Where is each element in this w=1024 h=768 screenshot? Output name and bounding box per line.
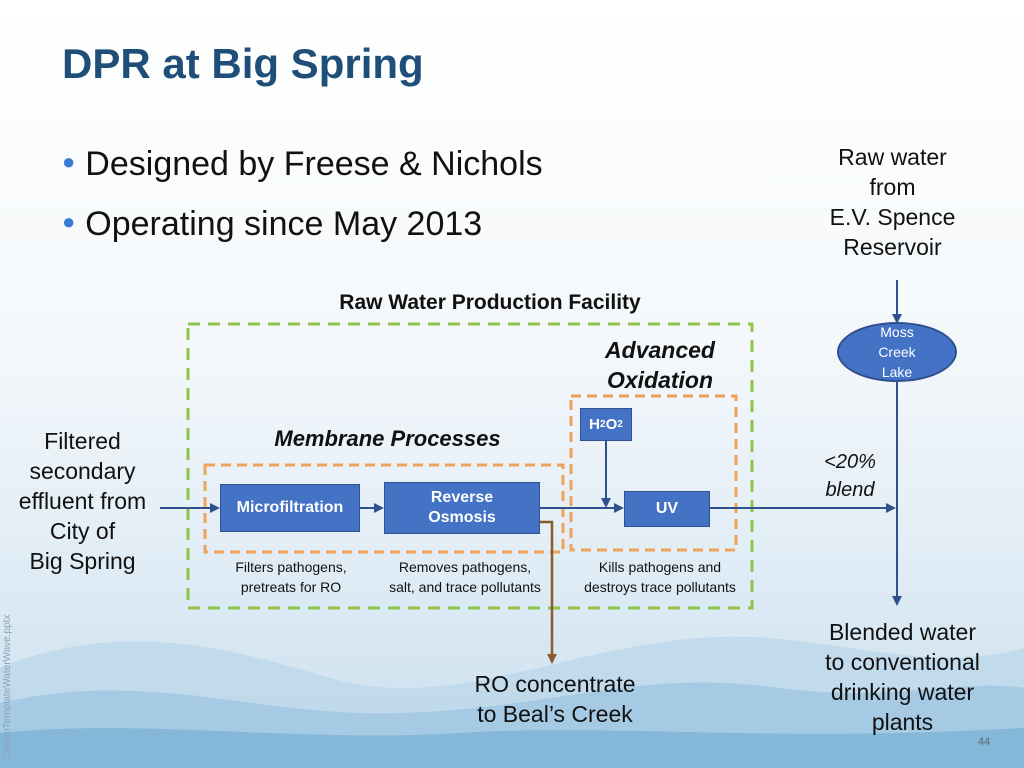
microfiltration-caption: Filters pathogens, pretreats for RO [216,557,366,597]
raw-water-line: from [869,174,916,200]
water-wave-background [0,636,1024,768]
output-line: to conventional [825,649,980,675]
uv-caption: Kills pathogens and destroys trace pollu… [564,557,756,597]
raw-water-line: E.V. Spence [829,204,956,230]
influent-line: City of [49,518,116,544]
uv-box: UV [624,491,710,527]
bullet-item: ● Operating since May 2013 [62,200,543,260]
caption-line: pretreats for RO [240,579,342,595]
bullet-text: Operating since May 2013 [85,205,483,243]
blend-line: <20% [824,451,876,473]
h2o2-o: O [605,415,618,433]
ro-concentrate-line: RO concentrate [474,671,636,697]
aop-group-boundary [569,394,738,552]
reverse-osmosis-box: Reverse Osmosis [384,482,540,534]
influent-line: Filtered [44,428,121,454]
bullet-item: ● Designed by Freese & Nichols [62,140,543,200]
ro-label-line: Reverse [430,489,494,506]
raw-water-line: Raw water [838,144,947,170]
raw-water-source-label: Raw water from E.V. Spence Reservoir [805,142,980,262]
bullet-dot-icon: ● [62,209,76,234]
influent-line: Big Spring [29,548,136,574]
lake-label-line: Creek [878,344,916,360]
influent-line: secondary [29,458,136,484]
aop-label-line: Oxidation [606,367,714,393]
template-file-note: CarolloTemplateWaterWave.pptx [2,614,13,760]
bullet-text: Designed by Freese & Nichols [85,145,543,183]
ro-concentrate-arrow [540,520,557,664]
caption-line: Removes pathogens, [398,559,532,575]
page-number: 44 [978,736,991,748]
ro-concentrate-line: to Beal’s Creek [477,701,633,727]
lake-label-line: Lake [881,364,913,380]
raw-water-line: Reservoir [843,234,942,260]
influent-label: Filtered secondary effluent from City of… [5,426,160,576]
aop-label-line: Advanced [605,337,715,363]
output-line: drinking water [830,679,975,705]
facility-boundary [186,322,754,610]
h2o2-sub: 2 [600,418,606,430]
blended-output-label: Blended water to conventional drinking w… [800,617,1005,737]
h2o2-sub: 2 [617,418,623,430]
bullet-dot-icon: ● [62,149,76,174]
ro-label-line: Osmosis [428,509,496,526]
lake-label-line: Moss [880,324,914,340]
caption-line: destroys trace pollutants [584,579,736,595]
caption-line: Filters pathogens, [235,559,347,575]
h2o2-h: H [589,415,601,433]
caption-line: salt, and trace pollutants [389,579,541,595]
output-line: Blended water [828,619,977,645]
reverse-osmosis-caption: Removes pathogens, salt, and trace pollu… [370,557,560,597]
microfiltration-box: Microfiltration [220,484,360,532]
moss-creek-lake-node: Moss Creek Lake [837,322,957,382]
bullet-list: ● Designed by Freese & Nichols ● Operating… [62,140,543,260]
ro-concentrate-label: RO concentrate to Beal’s Creek [450,669,660,729]
membrane-group-label: Membrane Processes [274,426,501,451]
caption-line: Kills pathogens and [598,559,722,575]
aop-group-label: Advanced Oxidation [580,335,740,395]
output-line: plants [871,709,934,735]
facility-label: Raw Water Production Facility [339,291,641,314]
blend-line: blend [825,479,875,501]
slide-title: DPR at Big Spring [62,40,424,87]
influent-line: effluent from [18,488,147,514]
blend-label: <20% blend [800,448,900,504]
